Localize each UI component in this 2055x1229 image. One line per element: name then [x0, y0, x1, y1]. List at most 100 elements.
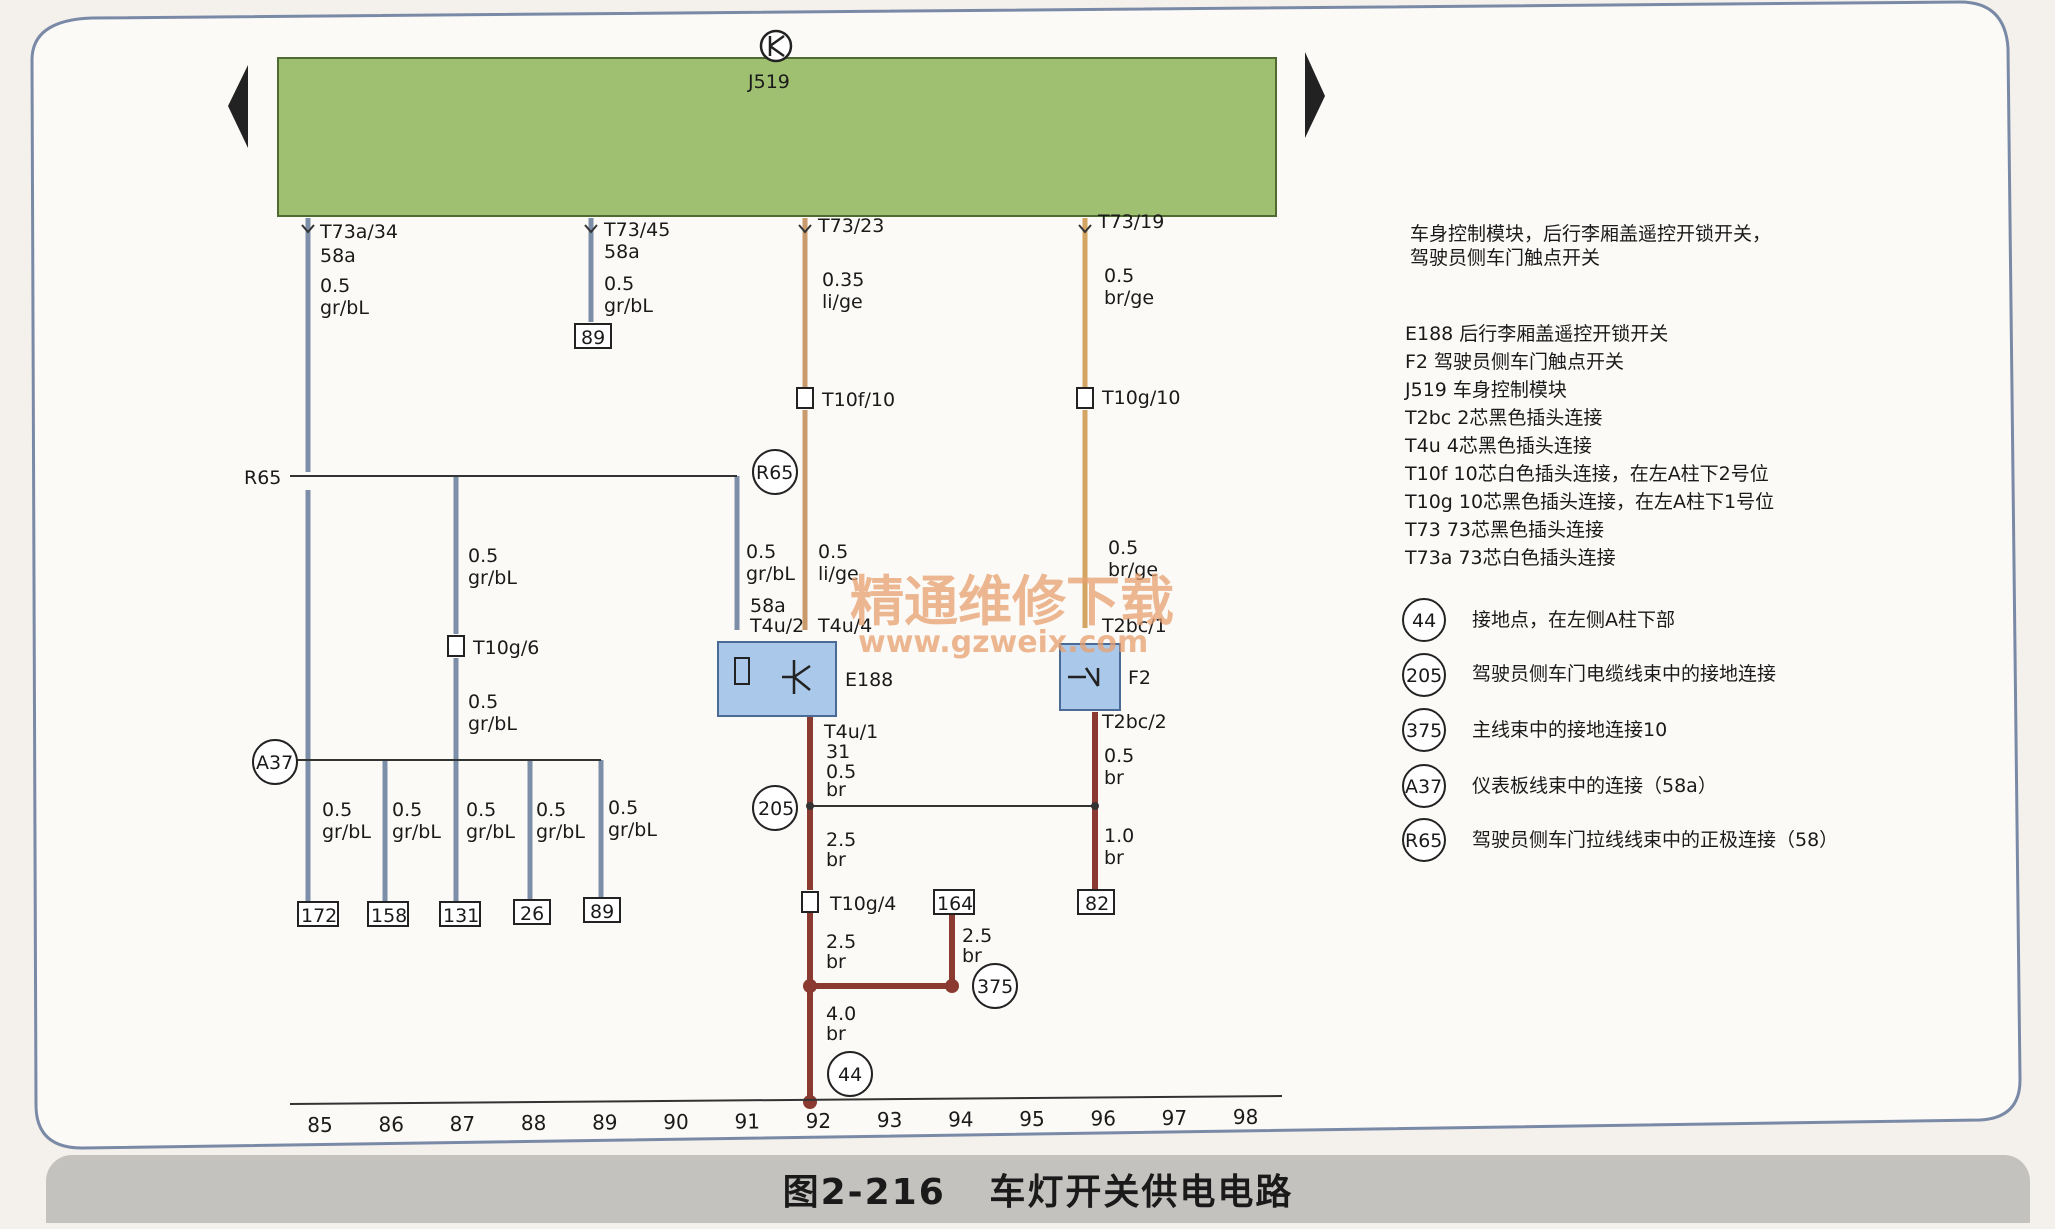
f2-label: F2 — [1128, 667, 1151, 689]
ref-box[interactable] — [439, 901, 481, 927]
wire-color: gr/bL — [392, 821, 441, 843]
axis-tick-label: 96 — [1090, 1106, 1115, 1130]
j519-module-box — [277, 57, 1277, 217]
wire-size: 0.5 — [818, 541, 848, 563]
legend-item: T10g 10芯黑色插头连接，在左A柱下1号位 — [1404, 491, 1774, 513]
wire-size: 0.5 — [826, 761, 856, 783]
wire-size: 0.5 — [468, 545, 498, 567]
wire-color: gr/bL — [604, 295, 653, 317]
ground-symbol-icon — [759, 29, 793, 63]
wire-size: 2.5 — [962, 925, 992, 947]
connector-icon — [796, 387, 814, 409]
led-icon — [734, 657, 750, 685]
pin-label: T73/19 — [1097, 211, 1164, 233]
axis-tick-label: 85 — [307, 1113, 332, 1137]
r65-line-label: R65 — [244, 467, 281, 489]
axis-tick-label: 92 — [806, 1109, 831, 1133]
connector-label: T2bc/1 — [1101, 615, 1167, 637]
connector-label: T4u/2 — [749, 615, 804, 637]
legend-node-text: 接地点，在左侧A柱下部 — [1472, 609, 1675, 631]
r65-node-label: R65 — [756, 462, 793, 484]
legend-node-id: R65 — [1405, 830, 1442, 852]
ref-box[interactable] — [933, 889, 975, 915]
ref-label: 89 — [581, 327, 605, 349]
wire-size: 0.5 — [1108, 537, 1138, 559]
wire-color: br — [962, 945, 982, 967]
wire-size: 0.5 — [746, 541, 776, 563]
wire-size: 0.5 — [1104, 265, 1134, 287]
node-44[interactable] — [827, 1051, 873, 1097]
ref-label: 158 — [371, 905, 407, 927]
ref-box[interactable] — [513, 899, 551, 925]
pin-term: 58a — [604, 241, 640, 263]
legend-node-text: 驾驶员侧车门拉线线束中的正极连接（58） — [1472, 829, 1838, 851]
wire-size: 0.5 — [320, 275, 350, 297]
legend-node-text: 仪表板线束中的连接（58a） — [1472, 775, 1717, 797]
legend-node — [1402, 653, 1446, 697]
wire-size: 2.5 — [826, 829, 856, 851]
axis-line — [289, 1095, 1283, 1105]
wire-color: li/ge — [818, 563, 859, 585]
junction-dot — [803, 979, 817, 993]
legend-header-line: 驾驶员侧车门触点开关 — [1410, 247, 1600, 269]
node-375[interactable] — [972, 963, 1018, 1009]
junction-dot — [806, 802, 814, 810]
pin-label: T73/23 — [817, 215, 884, 237]
watermark-url: www.gzweix.com — [858, 625, 1148, 660]
axis-tick-label: 88 — [521, 1111, 546, 1135]
wire-color: gr/bL — [468, 713, 517, 735]
wire-size: 0.5 — [468, 691, 498, 713]
e188-label: E188 — [845, 669, 893, 691]
connector-label: T10g/6 — [472, 637, 539, 659]
ref-box[interactable] — [574, 323, 612, 349]
axis-tick-label: 90 — [663, 1110, 688, 1134]
axis-tick-label: 89 — [592, 1111, 617, 1135]
ref-label: 26 — [520, 903, 544, 925]
ref-label: 82 — [1085, 893, 1109, 915]
wire-color: gr/bL — [608, 819, 657, 841]
connector-label: T10g/10 — [1101, 387, 1180, 409]
wire-color: br — [826, 849, 846, 871]
j519-label: J519 — [747, 71, 790, 93]
a37-node[interactable] — [252, 739, 298, 785]
ref-box[interactable] — [297, 901, 339, 927]
wire-size: 0.5 — [604, 273, 634, 295]
wire-color: br/ge — [1104, 287, 1154, 309]
axis-tick-label: 87 — [450, 1112, 475, 1136]
axis-tick-label: 91 — [734, 1109, 759, 1133]
axis-tick-label: 93 — [877, 1108, 902, 1132]
ref-box[interactable] — [1077, 889, 1115, 915]
prev-page-arrow-icon[interactable] — [228, 65, 248, 148]
legend-item: T73a 73芯白色插头连接 — [1404, 547, 1616, 569]
axis-tick-label: 97 — [1162, 1106, 1187, 1130]
legend-node-text: 驾驶员侧车门电缆线束中的接地连接 — [1472, 663, 1776, 685]
wire-size: 1.0 — [1104, 825, 1134, 847]
ref-box[interactable] — [367, 901, 409, 927]
caption-bar: 图2-216 车灯开关供电电路 — [46, 1155, 2030, 1223]
node-205[interactable] — [752, 785, 798, 831]
next-page-arrow-icon[interactable] — [1305, 52, 1325, 138]
figure-caption: 图2-216 车灯开关供电电路 — [782, 1172, 1294, 1213]
node-375-label: 375 — [977, 976, 1013, 998]
r65-node[interactable] — [752, 449, 798, 495]
ref-label: 172 — [301, 905, 337, 927]
legend-panel: 车身控制模块，后行李厢盖遥控开锁开关， 驾驶员侧车门触点开关 E188 后行李厢… — [1402, 223, 1838, 862]
connector-icon — [1076, 387, 1094, 409]
legend-node-id: 205 — [1406, 665, 1442, 687]
wire-color: br — [826, 951, 846, 973]
wire-size: 0.5 — [392, 799, 422, 821]
legend-node — [1402, 818, 1446, 862]
junction-dot — [945, 979, 959, 993]
pin-term: 58a — [750, 595, 786, 617]
ref-box[interactable] — [583, 897, 621, 923]
node-44-label: 44 — [838, 1064, 862, 1086]
e188-component[interactable] — [717, 641, 837, 717]
wire-size: 0.5 — [1104, 745, 1134, 767]
wire-size: 0.35 — [822, 269, 864, 291]
legend-item: T10f 10芯白色插头连接，在左A柱下2号位 — [1404, 463, 1769, 485]
ref-label: 89 — [590, 901, 614, 923]
ref-label: 131 — [443, 905, 479, 927]
pin-term: 58a — [320, 245, 356, 267]
legend-item: T73 73芯黑色插头连接 — [1404, 519, 1604, 541]
